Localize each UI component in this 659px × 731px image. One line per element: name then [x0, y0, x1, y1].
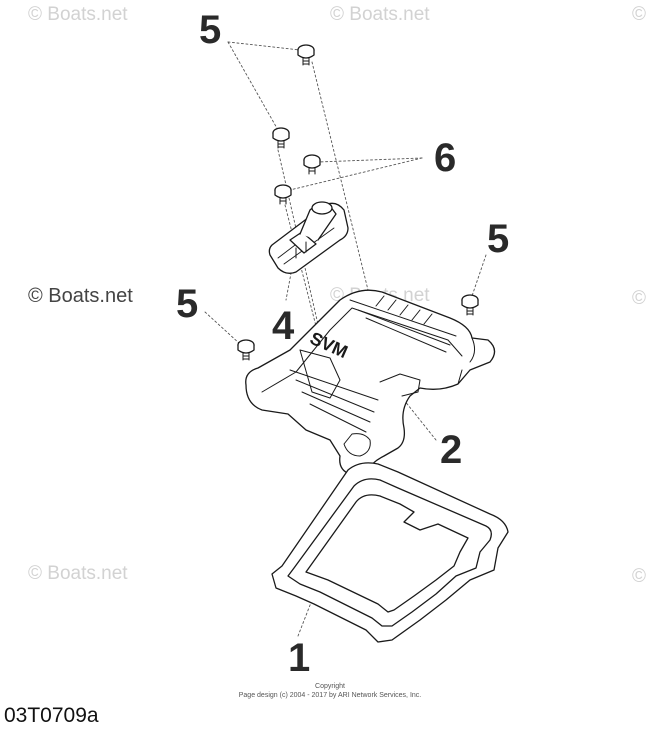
figure-id: 03T0709a [4, 704, 99, 727]
valve-cover: SVM [245, 289, 496, 475]
watermark: © Boats.net [330, 4, 430, 25]
callout-1: 1 [288, 636, 311, 680]
gasket [271, 462, 509, 643]
bolt-right [461, 294, 479, 316]
copyright-line-2: Page design (c) 2004 - 2017 by ARI Netwo… [238, 692, 422, 699]
watermark: © [632, 288, 646, 309]
watermark: © Boats.net [28, 4, 128, 25]
breather-cap [268, 201, 349, 274]
bolt-upper-left [272, 127, 290, 149]
bolt-six-upper [303, 154, 321, 175]
watermark: © [632, 4, 646, 25]
callout-2: 2 [440, 428, 463, 472]
watermark: © [632, 566, 646, 587]
callout-6: 6 [434, 136, 457, 180]
copyright-notice: Copyright Page design (c) 2004 - 2017 by… [200, 682, 460, 700]
callout-5-top: 5 [199, 8, 222, 52]
watermark: © Boats.net [28, 285, 133, 307]
bolt-top [297, 44, 315, 66]
bolt-six-lower [274, 184, 292, 205]
callout-4: 4 [272, 304, 295, 348]
callout-5-right: 5 [487, 217, 510, 261]
copyright-line-1: Copyright [315, 683, 345, 690]
callout-5-left: 5 [176, 282, 199, 326]
bolt-left [237, 339, 255, 361]
watermark: © Boats.net [28, 563, 128, 584]
